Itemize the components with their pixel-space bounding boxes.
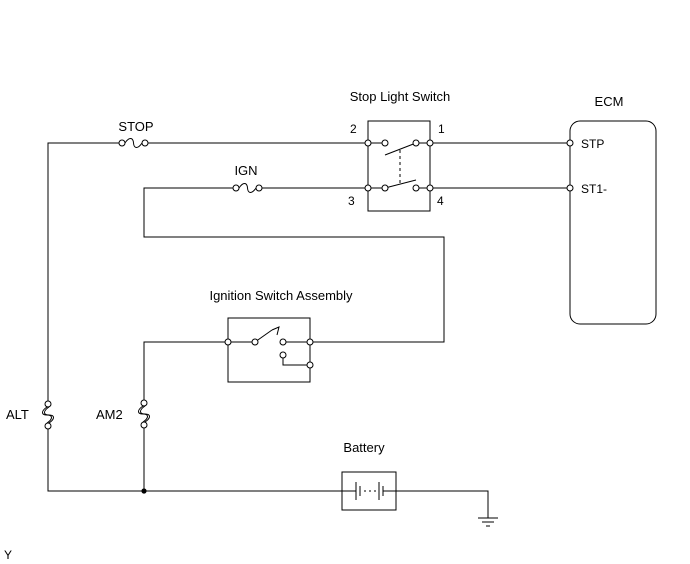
ecm-label: ECM (595, 94, 624, 109)
battery-label: Battery (343, 440, 385, 455)
corner-mark: Y (4, 548, 12, 562)
alt-fuse (42, 400, 54, 430)
ground-symbol (478, 517, 498, 527)
splice-point (141, 488, 147, 494)
ign-fuse (232, 183, 263, 193)
pin-4-label: 4 (437, 194, 444, 208)
alt-fuse-label: ALT (6, 407, 29, 422)
ignition-switch-box (227, 317, 311, 383)
am2-circuit-wire (143, 341, 228, 491)
ign-circuit-wire (143, 187, 570, 343)
stop-circuit-wire (47, 142, 570, 401)
stp-terminal (566, 139, 574, 147)
am2-fuse (138, 399, 150, 429)
ecm-box (569, 120, 657, 325)
ign-fuse-label: IGN (234, 163, 257, 178)
stop-light-switch-box (367, 120, 431, 212)
pin-2-label: 2 (350, 122, 357, 136)
stop-fuse (118, 138, 149, 148)
ignition-switch-label: Ignition Switch Assembly (209, 288, 353, 303)
stop-light-switch-label: Stop Light Switch (350, 89, 450, 104)
stop-light-switch-contacts (364, 139, 434, 192)
battery-symbol (342, 482, 396, 500)
pin-1-label: 1 (438, 122, 445, 136)
stop-fuse-label: STOP (118, 119, 153, 134)
st1-pin-label: ST1- (581, 182, 607, 196)
pin-3-label: 3 (348, 194, 355, 208)
ignition-switch-contacts (224, 326, 314, 369)
ground-wire (47, 429, 489, 518)
am2-fuse-label: AM2 (96, 407, 123, 422)
stp-pin-label: STP (581, 137, 604, 151)
st1-terminal (566, 184, 574, 192)
